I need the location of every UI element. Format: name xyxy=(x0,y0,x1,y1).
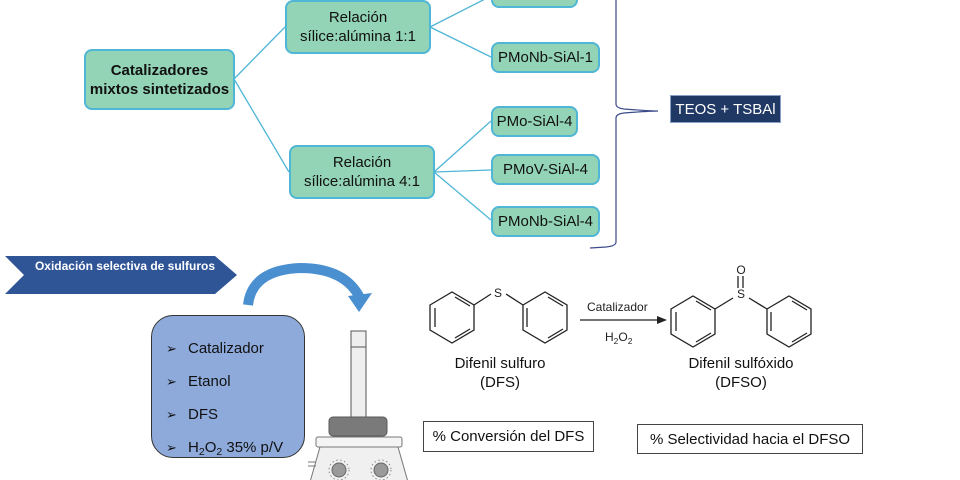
reagent-item: ➢ Catalizador xyxy=(166,332,304,365)
formula-o: O xyxy=(204,439,217,456)
diphenyl-sulfide-structure xyxy=(429,291,568,344)
reagent-item: ➢ Etanol xyxy=(166,365,304,398)
product-label: Difenil sulfóxido (DFSO) xyxy=(671,354,811,392)
formula-sub: 2 xyxy=(613,336,619,346)
leaf-label: PMo-SiAl-4 xyxy=(496,113,573,130)
conversion-metric-box: % Conversión del DFS xyxy=(423,421,594,452)
grouping-brace xyxy=(589,0,659,249)
product-abbr: (DFSO) xyxy=(715,374,767,391)
reactant-name: Difenil sulfuro xyxy=(454,355,546,372)
branch-label-line1: Relación xyxy=(332,154,392,171)
root-node-catalysts: Catalizadores mixtos sintetizados xyxy=(84,49,235,110)
conversion-metric-label: % Conversión del DFS xyxy=(432,428,585,445)
arrow-bullet-icon: ➢ xyxy=(166,374,177,389)
reaction-arrow-icon xyxy=(580,316,667,324)
formula-sub: 2 xyxy=(198,446,205,458)
precursors-text: TEOS + TSBAl xyxy=(675,100,776,118)
banner-chevron xyxy=(5,256,237,294)
branch-node-ratio-4-1: Relación sílice:alúmina 4:1 xyxy=(289,145,435,199)
formula-o: O xyxy=(618,330,628,344)
formula-sub: 2 xyxy=(627,336,633,346)
product-name: Difenil sulfóxido xyxy=(688,355,794,372)
arrow-bullet-icon: ➢ xyxy=(166,407,177,422)
leaf-node-pmov-sial-4: PMoV-SiAl-4 xyxy=(491,154,600,185)
oxygen-atom-label: O xyxy=(736,263,745,277)
root-node-label: Catalizadores mixtos sintetizados xyxy=(89,61,230,98)
leaf-label: PMoNb-SiAl-1 xyxy=(497,49,594,66)
leaf-node-pmo-sial-4: PMo-SiAl-4 xyxy=(491,106,578,137)
link-ratio-4-1-to-pmo-4 xyxy=(433,120,492,173)
formula-h: H xyxy=(188,439,199,456)
reagent-label: Etanol xyxy=(188,373,231,390)
sulfur-atom-label: S xyxy=(494,286,502,300)
leaf-node-pmonb-sial-4: PMoNb-SiAl-4 xyxy=(491,206,600,237)
reagents-box: ➢Catalizador ➢Etanol ➢DFS ➢H2O2 35% p/V xyxy=(151,315,305,458)
leaf-label: PMoNb-SiAl-4 xyxy=(497,213,594,230)
formula-suffix: 35% p/V xyxy=(222,439,284,456)
reactant-label: Difenil sulfuro (DFS) xyxy=(430,354,570,392)
sulfur-atom-label: S xyxy=(737,287,745,301)
reagent-item-h2o2: ➢H2O2 35% p/V xyxy=(166,431,304,464)
banner-title: Oxidación selectiva de sulfuros xyxy=(34,259,216,273)
branch-label-line2: sílice:alúmina 4:1 xyxy=(304,173,420,190)
link-root-to-ratio-4-1 xyxy=(233,78,290,173)
arrow-bullet-icon: ➢ xyxy=(166,341,177,356)
branch-label-line2: sílice:alúmina 1:1 xyxy=(300,28,416,45)
leaf-label: PMoV-SiAl-4 xyxy=(502,161,589,178)
selectivity-metric-box: % Selectividad hacia el DFSO xyxy=(637,424,863,454)
branch-node-ratio-1-1: Relación sílice:alúmina 1:1 xyxy=(285,0,431,54)
arrow-label-oxidant: H2O2 xyxy=(605,330,633,346)
leaf-node-top-cut-off xyxy=(491,0,578,8)
arrow-bullet-icon: ➢ xyxy=(166,440,177,455)
reagent-label: DFS xyxy=(188,406,218,423)
link-ratio-4-1-to-pmonb-4 xyxy=(433,171,492,221)
link-ratio-1-1-to-top-leaf xyxy=(429,0,485,28)
precursors-label: TEOS + TSBAl xyxy=(670,95,781,123)
leaf-node-pmonb-sial-1: PMoNb-SiAl-1 xyxy=(491,42,600,73)
reagent-label: Catalizador xyxy=(188,340,264,357)
curved-arrow-icon xyxy=(243,262,372,312)
reactant-abbr: (DFS) xyxy=(480,374,520,391)
link-root-to-ratio-1-1 xyxy=(233,26,286,80)
arrow-label-catalyst: Catalizador xyxy=(587,300,648,314)
formula-h: H xyxy=(605,330,614,344)
formula-sub: 2 xyxy=(216,446,223,458)
reagent-item: ➢ DFS xyxy=(166,398,304,431)
diphenyl-sulfoxide-structure xyxy=(670,276,812,348)
selectivity-metric-label: % Selectividad hacia el DFSO xyxy=(649,430,851,448)
link-ratio-1-1-to-pmonb-1 xyxy=(429,26,492,58)
branch-label-line1: Relación xyxy=(328,9,388,26)
stirrer-reactor-icon xyxy=(308,330,408,480)
link-ratio-4-1-to-pmov-4 xyxy=(433,169,492,173)
